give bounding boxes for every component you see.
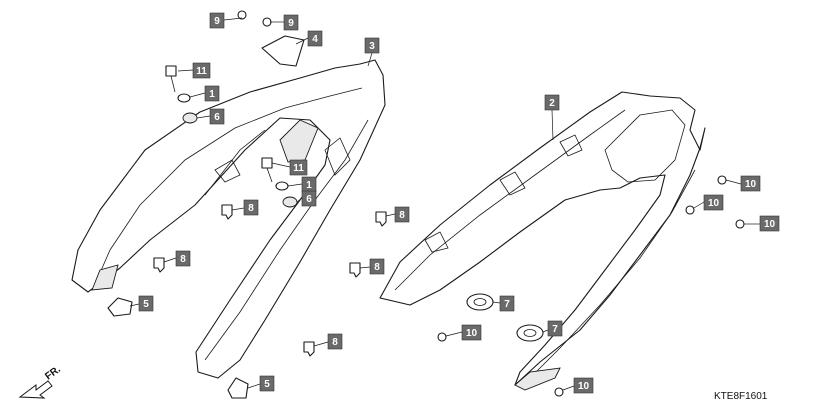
svg-text:10: 10 [764,219,776,230]
callout-1-b: 1 [301,176,317,193]
part-5-clip-lower [227,377,249,399]
callout-8-b: 8 [175,250,191,267]
callout-5-b: 5 [259,375,275,392]
part-7-grommet-lower [516,324,544,342]
front-direction-label: FR. [43,364,63,382]
callout-8-c: 8 [394,206,410,223]
svg-text:10: 10 [578,381,590,392]
svg-text:3: 3 [369,41,375,52]
part-5-clip-upper [107,297,133,317]
callout-8-d: 8 [369,258,385,275]
svg-text:10: 10 [466,328,478,339]
svg-text:7: 7 [552,324,558,335]
callout-10-c: 10 [759,215,780,232]
callout-4: 4 [307,30,323,47]
svg-text:10: 10 [745,179,757,190]
svg-text:7: 7 [504,299,510,310]
svg-text:5: 5 [264,379,270,390]
callout-11-b: 11 [289,159,308,176]
callout-9-b: 9 [283,14,299,31]
svg-text:9: 9 [288,18,294,29]
svg-text:8: 8 [332,337,338,348]
callout-5-a: 5 [138,295,154,312]
part-4-piece [261,35,305,67]
callout-10-b: 10 [703,194,724,211]
svg-text:8: 8 [374,262,380,273]
left-rear-cover [71,59,386,379]
svg-text:10: 10 [708,198,720,209]
screws-10 [437,175,745,397]
front-direction-arrow-icon [18,380,53,399]
svg-text:2: 2 [549,98,555,109]
callout-3: 3 [364,37,380,54]
callout-6-b: 6 [301,190,317,207]
svg-text:1: 1 [209,89,215,100]
leader-lines [129,17,760,391]
callout-1-a: 1 [204,85,220,102]
callout-2: 2 [544,94,560,111]
svg-text:4: 4 [312,34,318,45]
clips-8 [153,204,387,357]
svg-text:1: 1 [306,180,312,191]
svg-text:6: 6 [214,112,220,123]
callout-11-a: 11 [192,62,211,79]
callout-6-a: 6 [209,108,225,125]
svg-text:11: 11 [293,163,304,174]
drawing-code: KTE8F1601 [714,391,768,402]
part-7-grommet-upper [466,293,494,311]
callout-8-a: 8 [243,199,259,216]
svg-text:9: 9 [214,16,220,27]
svg-text:8: 8 [248,203,254,214]
svg-text:5: 5 [143,299,149,310]
callout-10-e: 10 [573,377,594,394]
svg-text:11: 11 [196,66,207,77]
callout-7-a: 7 [499,295,515,312]
svg-text:8: 8 [180,254,186,265]
callout-10-a: 10 [740,175,761,192]
svg-text:8: 8 [399,210,405,221]
callout-10-d: 10 [461,324,482,341]
right-rear-cover [379,91,706,391]
svg-text:6: 6 [306,194,312,205]
callout-9-a: 9 [209,12,225,29]
callout-7-b: 7 [547,320,563,337]
callout-8-e: 8 [327,333,343,350]
